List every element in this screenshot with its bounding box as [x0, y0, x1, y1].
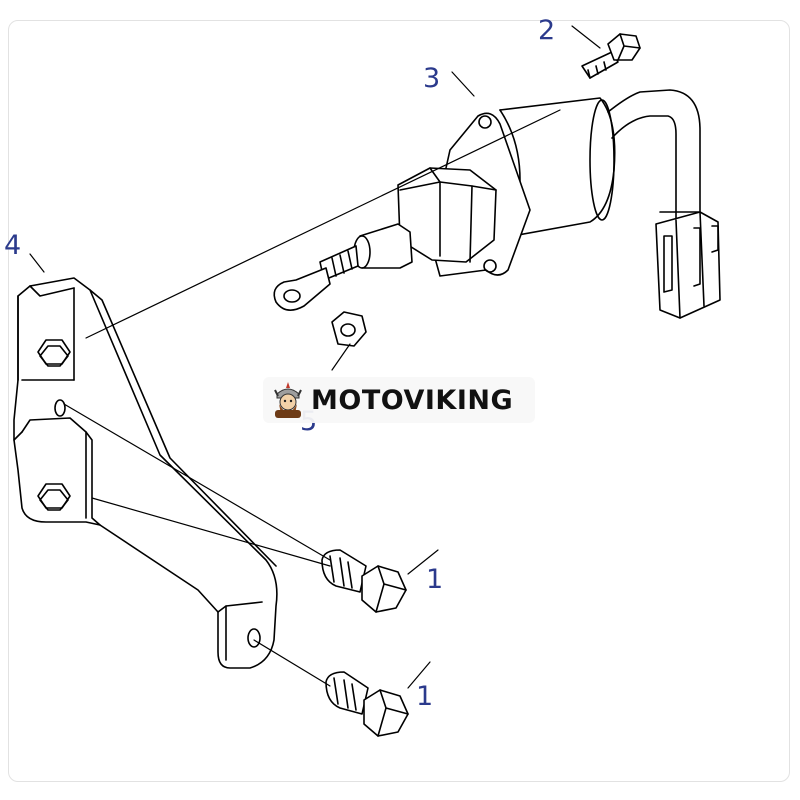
callout-1-lower: 1 — [416, 681, 433, 712]
bracket-part-4 — [13, 277, 278, 669]
watermark: MOTOVIKING — [263, 377, 535, 423]
bracket-hole-upper — [54, 399, 66, 417]
flange-hole-upper — [478, 115, 492, 129]
nut-part-5 — [331, 311, 367, 347]
bolt-part-2 — [581, 33, 641, 79]
watermark-text: MOTOVIKING — [311, 384, 514, 416]
callout-2: 2 — [538, 15, 555, 46]
viking-logo-icon — [274, 382, 302, 418]
bolt-part-1-lower — [325, 671, 409, 737]
rod-end-eye — [283, 289, 301, 303]
callout-3: 3 — [423, 63, 440, 94]
leader-lines — [29, 25, 601, 689]
flange-hole-lower — [483, 259, 497, 273]
connector — [655, 211, 721, 319]
bracket-bolt-head-lower — [37, 483, 71, 511]
bolt-part-1-upper — [321, 549, 407, 613]
bracket-bolt-head-upper — [37, 339, 71, 367]
callout-4: 4 — [4, 230, 21, 261]
solenoid-part-3 — [273, 89, 721, 319]
bracket-hole-lower — [247, 628, 261, 648]
callout-1-upper: 1 — [426, 564, 443, 595]
